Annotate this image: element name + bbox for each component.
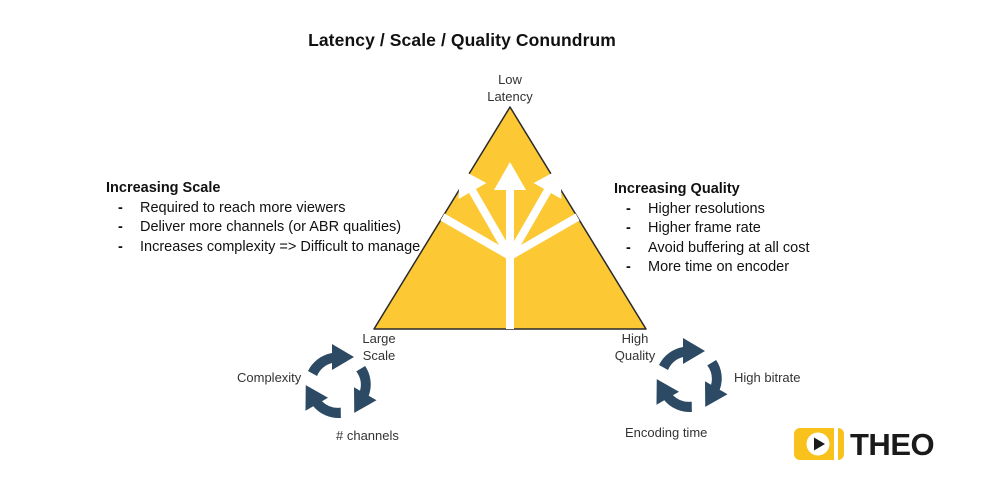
list-item: Increases complexity => Difficult to man…: [106, 238, 420, 258]
list-item: Required to reach more viewers: [106, 199, 420, 219]
center-arrows: [440, 162, 580, 329]
cycle-label-encoding-time: Encoding time: [625, 425, 708, 440]
vertex-label-latency-line1: Low: [498, 72, 522, 87]
vertex-label-latency: Low Latency: [478, 71, 542, 105]
vertex-label-scale: Large Scale: [356, 330, 402, 364]
list-item: Deliver more channels (or ABR qualities): [106, 218, 420, 238]
scale-block-list: Required to reach more viewers Deliver m…: [106, 199, 420, 258]
stub-upper-right: [508, 213, 580, 260]
arrow-up-latency: [494, 162, 526, 329]
list-item: More time on encoder: [614, 258, 809, 278]
vertex-label-scale-line2: Scale: [362, 348, 396, 363]
arrow-to-quality: [506, 168, 562, 258]
list-item: Higher frame rate: [614, 219, 809, 239]
page-title: Latency / Scale / Quality Conundrum: [308, 30, 616, 50]
vertex-label-quality-line2: Quality: [614, 348, 656, 363]
list-item: Higher resolutions: [614, 200, 809, 220]
list-item: Avoid buffering at all cost: [614, 239, 809, 259]
arrow-to-scale: [458, 168, 514, 258]
theo-logo: THEO: [794, 426, 935, 464]
play-icon: [794, 428, 844, 460]
vertex-label-scale-line1: Large: [362, 331, 396, 346]
quality-cycle-icon: [656, 338, 728, 412]
scale-cycle-icon: [305, 344, 377, 418]
quality-block-heading: Increasing Quality: [614, 181, 740, 197]
logo-text: THEO: [850, 427, 935, 462]
cycle-label-channels: # channels: [336, 428, 399, 443]
scale-block-heading: Increasing Scale: [106, 180, 221, 196]
cycle-label-complexity: Complexity: [237, 370, 302, 385]
scale-block: Increasing Scale Required to reach more …: [106, 179, 420, 257]
vertex-label-quality: High Quality: [606, 330, 664, 364]
stub-upper-left: [440, 213, 512, 260]
vertex-label-quality-line1: High: [621, 331, 649, 346]
quality-block-list: Higher resolutions Higher frame rate Avo…: [614, 200, 809, 278]
vertex-label-latency-line2: Latency: [487, 89, 533, 104]
cycle-label-high-bitrate: High bitrate: [734, 370, 801, 385]
quality-block: Increasing Quality Higher resolutions Hi…: [614, 180, 809, 278]
